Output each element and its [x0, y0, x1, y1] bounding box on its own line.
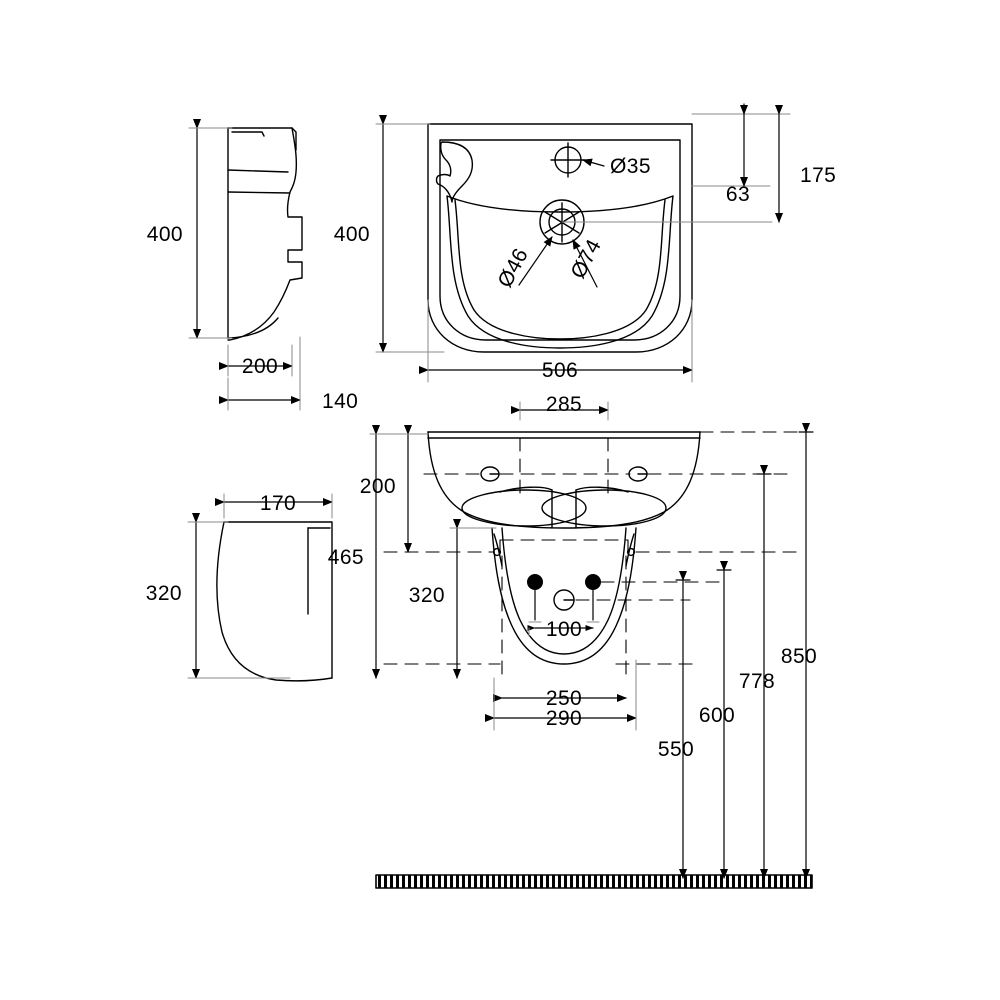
dim-778: 778	[739, 670, 775, 693]
dim-600: 600	[699, 704, 735, 727]
dim-465: 465	[328, 546, 364, 569]
dim-285: 285	[546, 393, 582, 416]
view-front-elevation	[369, 401, 801, 731]
dim-175: 175	[800, 164, 836, 187]
dim-320-side: 320	[146, 582, 182, 605]
dim-100: 100	[546, 618, 582, 641]
height-dimension-stack	[675, 423, 814, 879]
dim-dia-74: Ø74	[567, 235, 607, 282]
dim-63: 63	[726, 183, 750, 206]
dim-290: 290	[546, 707, 582, 730]
dim-200-front: 200	[360, 475, 396, 498]
view-plan-basin	[375, 103, 791, 383]
view-side-elevation-pedestal	[187, 493, 333, 682]
view-side-elevation-basin	[188, 119, 303, 411]
dim-dia-35: Ø35	[610, 155, 651, 178]
floor-hatch	[375, 874, 813, 889]
dim-400-side: 400	[147, 223, 183, 246]
dim-140: 140	[322, 390, 358, 413]
dim-550: 550	[658, 738, 694, 761]
dim-dia-46: Ø46	[494, 244, 534, 291]
dim-850: 850	[781, 645, 817, 668]
dim-506: 506	[542, 359, 578, 382]
dim-320-front: 320	[409, 584, 445, 607]
dim-170: 170	[260, 492, 296, 515]
dim-250: 250	[546, 687, 582, 710]
dim-400-plan: 400	[334, 223, 370, 246]
dim-200: 200	[242, 355, 278, 378]
